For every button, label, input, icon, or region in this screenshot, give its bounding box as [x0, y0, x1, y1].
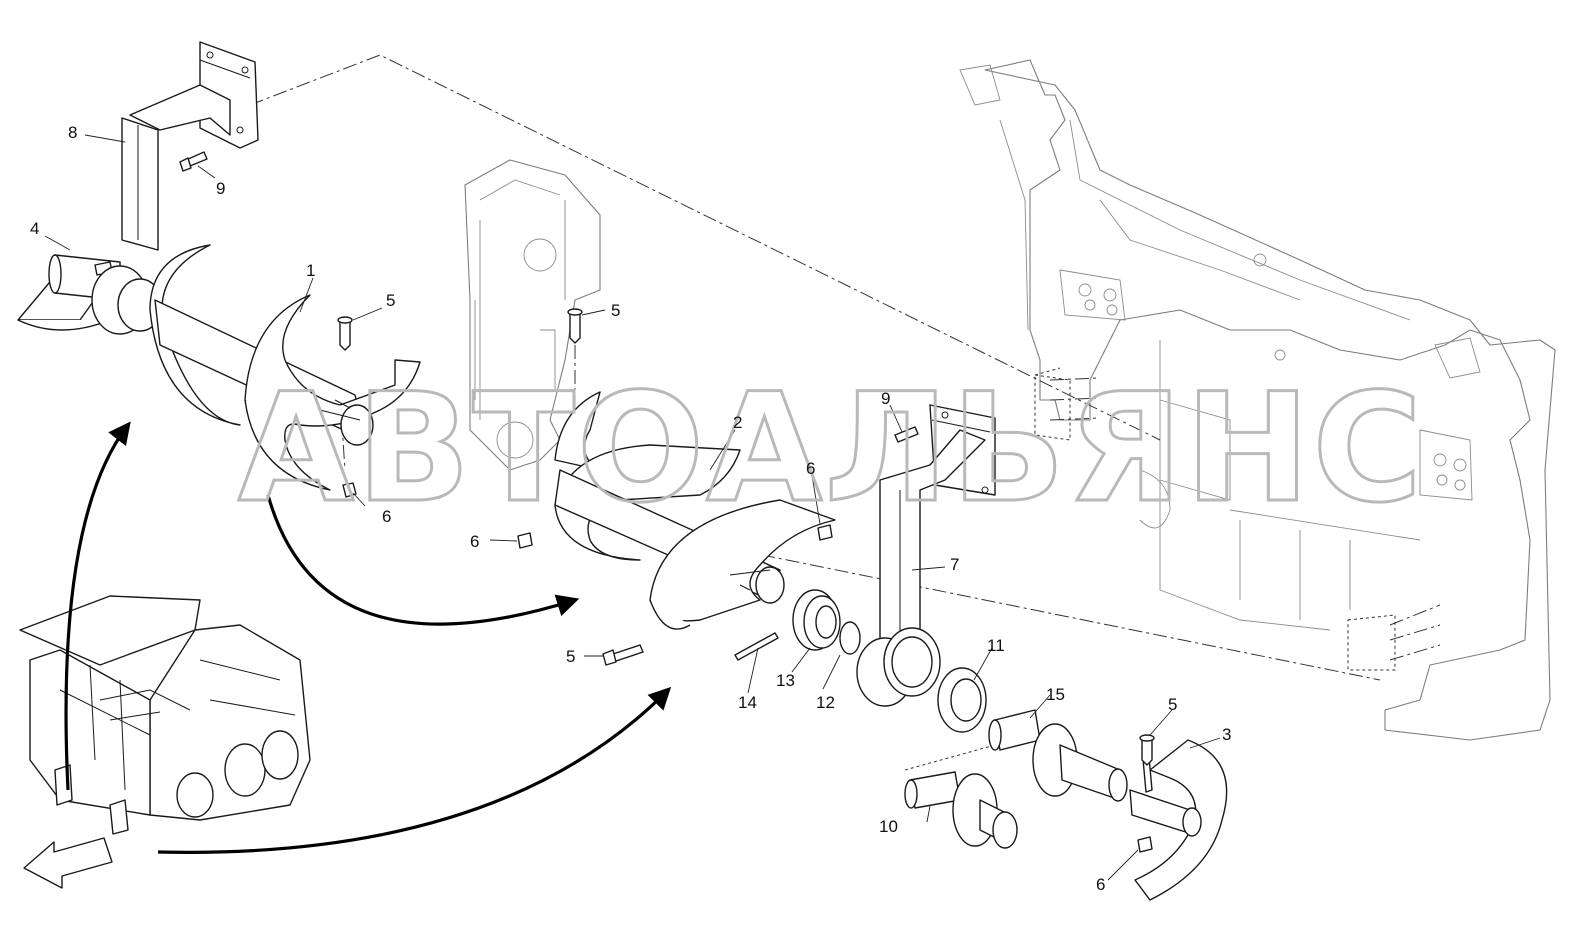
- fasteners: [337, 308, 1155, 853]
- end-flight: [1129, 739, 1228, 901]
- callout-6-centre: 6: [470, 532, 479, 551]
- paver-machine: [19, 595, 311, 889]
- callout-6-right: 6: [1096, 875, 1105, 894]
- bearing-and-rings: [734, 589, 861, 661]
- callout-labels: 1 2 3 4 5 5 5 5 6 6 6 6 7 8 9 9 10 11 12…: [30, 123, 1231, 894]
- auger-segment-2: [554, 391, 836, 630]
- machine-frame: [959, 59, 1556, 741]
- callout-4: 4: [30, 219, 39, 238]
- callout-8: 8: [68, 123, 77, 142]
- leader-lines: [44, 134, 1221, 881]
- callout-9-right: 9: [881, 389, 890, 408]
- support-arm-right: [856, 404, 996, 733]
- callout-11: 11: [987, 636, 1005, 655]
- callout-10: 10: [879, 817, 898, 836]
- callout-14: 14: [738, 693, 757, 712]
- callout-12: 12: [816, 693, 835, 712]
- direction-arrows: [64, 421, 672, 854]
- callout-5-top-centre: 5: [611, 301, 620, 320]
- auger-segment-1: [149, 244, 421, 491]
- callout-6-centre-top: 6: [806, 459, 815, 478]
- watermark-text: АВТОАЛЬЯНС: [238, 362, 1424, 536]
- callout-6-left: 6: [382, 507, 391, 526]
- support-arm-bracket: [121, 41, 259, 251]
- callout-5-top-left: 5: [386, 291, 395, 310]
- callout-2: 2: [733, 413, 742, 432]
- callout-9-left: 9: [216, 179, 225, 198]
- callout-13: 13: [776, 671, 795, 690]
- left-shaft-end: [17, 254, 163, 335]
- gearbox-housing: [464, 159, 601, 471]
- callout-3: 3: [1222, 725, 1231, 744]
- callout-5-bottom: 5: [566, 647, 575, 666]
- callout-5-right: 5: [1168, 695, 1177, 714]
- callout-1: 1: [306, 261, 315, 280]
- stub-shafts: [904, 709, 1128, 849]
- callout-7: 7: [950, 555, 959, 574]
- callout-15: 15: [1046, 685, 1065, 704]
